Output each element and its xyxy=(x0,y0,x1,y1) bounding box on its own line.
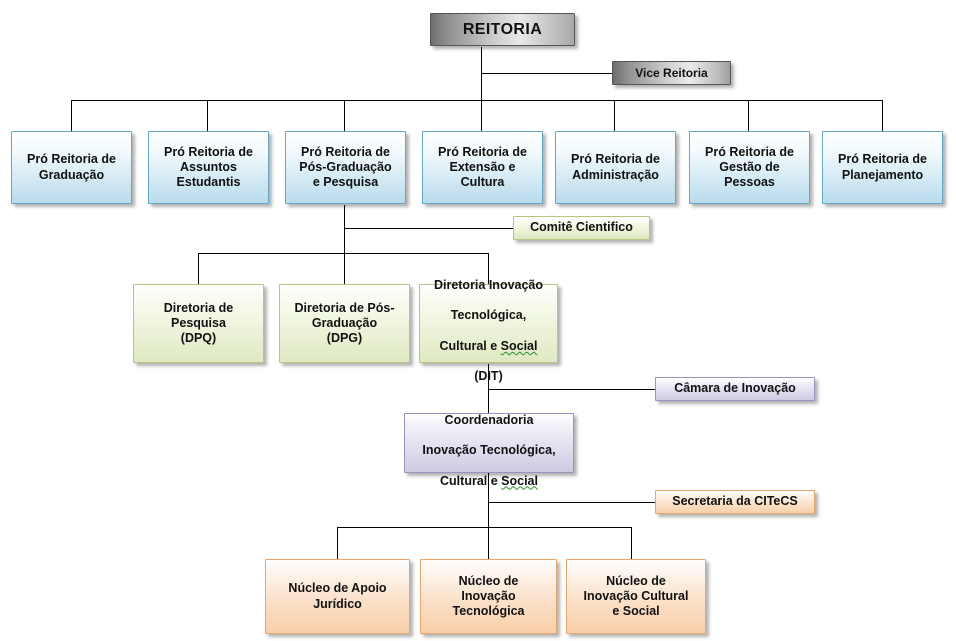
node-secretaria-citecs-label: Secretaria da CITeCS xyxy=(672,494,798,509)
dit-line-1: Diretoria Inovação xyxy=(433,277,544,292)
connector-posgrad-vertical xyxy=(344,205,345,284)
connector-drop-dir3 xyxy=(488,253,489,284)
connector-vice-reitoria xyxy=(481,73,613,74)
node-comite-cientifico[interactable]: Comitê Cientifico xyxy=(513,216,650,240)
node-diretoria-pos-graduacao[interactable]: Diretoria de Pós- Graduação (DPG) xyxy=(279,284,410,363)
node-label: Coordenadoria Inovação Tecnológica, Cult… xyxy=(405,397,573,489)
coord-line-1: Coordenadoria xyxy=(444,412,534,427)
connector-drop-pr4 xyxy=(481,100,482,131)
node-label: Núcleo de Inovação Cultural e Social xyxy=(583,573,689,619)
connector-comite-cientifico xyxy=(344,228,513,229)
dit-line-3b: Social xyxy=(500,338,538,353)
node-vice-reitoria[interactable]: Vice Reitoria xyxy=(612,61,731,85)
node-pro-reitoria-administracao[interactable]: Pró Reitoria de Administração xyxy=(555,131,676,204)
node-nucleo-apoio-juridico[interactable]: Núcleo de Apoio Jurídico xyxy=(265,559,410,634)
dit-line-2: Tecnológica, xyxy=(450,308,527,323)
node-pro-reitoria-assuntos-estudantis[interactable]: Pró Reitoria de Assuntos Estudantis xyxy=(148,131,269,204)
connector-proreitoria-bus xyxy=(71,100,883,101)
node-label: Pró Reitoria de Extensão e Cultura xyxy=(438,144,527,190)
node-camara-inovacao-label: Câmara de Inovação xyxy=(674,381,796,396)
connector-diretorias-bus xyxy=(198,253,489,254)
connector-drop-pr3 xyxy=(344,100,345,131)
node-label: Diretoria de Pesquisa (DPQ) xyxy=(163,300,234,346)
node-nucleo-inovacao-cultural-social[interactable]: Núcleo de Inovação Cultural e Social xyxy=(566,559,706,634)
node-comite-cientifico-label: Comitê Cientifico xyxy=(530,220,633,235)
node-label: Pró Reitoria de Pós-Graduação e Pesquisa xyxy=(299,144,392,190)
node-vice-reitoria-label: Vice Reitoria xyxy=(635,65,708,80)
connector-drop-nuc3 xyxy=(631,527,632,559)
dit-line-3a: Cultural e xyxy=(439,338,501,353)
node-nucleo-inovacao-tecnologica[interactable]: Núcleo de Inovação Tecnológica xyxy=(420,559,557,634)
node-pro-reitoria-gestao-pessoas[interactable]: Pró Reitoria de Gestão de Pessoas xyxy=(689,131,810,204)
node-diretoria-inovacao-tecnologica-cultural-social[interactable]: Diretoria Inovação Tecnológica, Cultural… xyxy=(419,278,558,383)
connector-drop-dir1 xyxy=(198,253,199,284)
node-coordenadoria-inovacao[interactable]: Coordenadoria Inovação Tecnológica, Cult… xyxy=(404,413,574,488)
coord-line-3b: Social xyxy=(501,473,538,488)
node-pro-reitoria-graduacao[interactable]: Pró Reitoria de Graduação xyxy=(11,131,132,204)
connector-drop-pr7 xyxy=(882,100,883,131)
connector-secretaria-citecs xyxy=(488,502,656,503)
coord-line-3a: Cultural e xyxy=(440,473,502,488)
connector-drop-pr1 xyxy=(71,100,72,131)
connector-drop-pr2 xyxy=(207,100,208,131)
node-label: Pró Reitoria de Assuntos Estudantis xyxy=(164,144,253,190)
node-camara-inovacao[interactable]: Câmara de Inovação xyxy=(655,377,815,401)
connector-drop-pr5 xyxy=(614,100,615,131)
connector-drop-pr6 xyxy=(748,100,749,131)
connector-camara-inovacao xyxy=(488,389,656,390)
node-pro-reitoria-extensao-cultura[interactable]: Pró Reitoria de Extensão e Cultura xyxy=(422,131,543,204)
node-label: Pró Reitoria de Administração xyxy=(571,152,660,182)
node-reitoria[interactable]: REITORIA xyxy=(430,13,575,46)
dit-line-4: (DIT) xyxy=(474,369,503,384)
node-label: Diretoria de Pós- Graduação (DPG) xyxy=(294,300,395,346)
connector-drop-nuc1 xyxy=(337,527,338,559)
connector-coordenadoria-vertical xyxy=(488,473,489,528)
node-diretoria-pesquisa[interactable]: Diretoria de Pesquisa (DPQ) xyxy=(133,284,264,363)
node-label: Pró Reitoria de Planejamento xyxy=(838,152,927,182)
node-pro-reitoria-pos-graduacao-pesquisa[interactable]: Pró Reitoria de Pós-Graduação e Pesquisa xyxy=(285,131,406,204)
node-label: Pró Reitoria de Graduação xyxy=(27,152,116,182)
coord-line-2: Inovação Tecnológica, xyxy=(422,443,556,457)
connector-reitoria-vertical xyxy=(481,47,482,101)
node-secretaria-citecs[interactable]: Secretaria da CITeCS xyxy=(655,490,815,514)
node-label: Diretoria Inovação Tecnológica, Cultural… xyxy=(420,263,557,385)
connector-nucleos-bus xyxy=(337,527,631,528)
connector-drop-nuc2 xyxy=(488,527,489,559)
node-pro-reitoria-planejamento[interactable]: Pró Reitoria de Planejamento xyxy=(822,131,943,204)
node-label: Pró Reitoria de Gestão de Pessoas xyxy=(705,144,794,190)
node-label: Núcleo de Apoio Jurídico xyxy=(288,581,387,611)
node-label: Núcleo de Inovação Tecnológica xyxy=(452,573,525,619)
node-reitoria-label: REITORIA xyxy=(462,20,543,38)
